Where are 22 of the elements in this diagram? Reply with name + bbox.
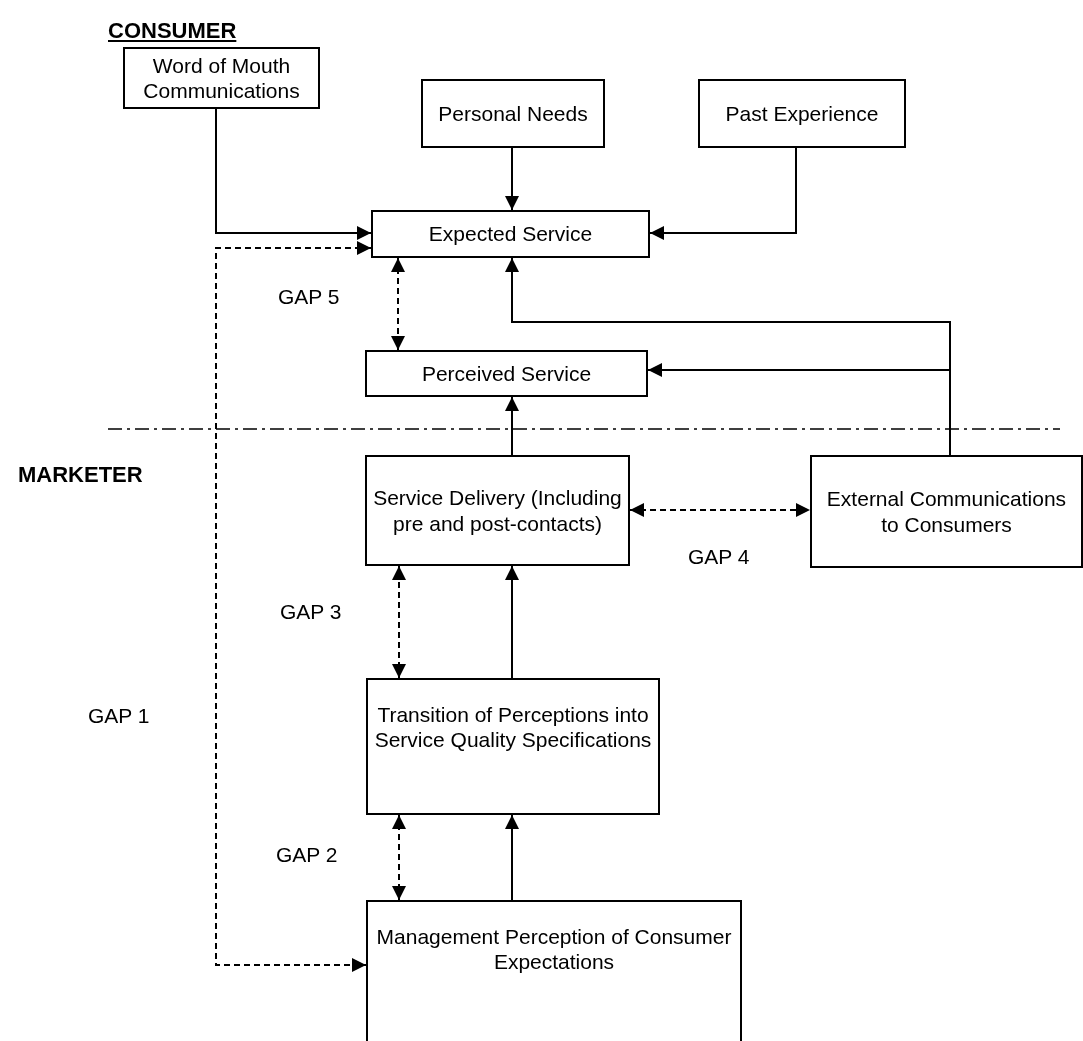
arrow bbox=[215, 108, 372, 240]
arrow bbox=[505, 147, 519, 211]
dashed-arrow bbox=[215, 241, 372, 972]
section-heading: CONSUMER bbox=[108, 18, 237, 44]
process-box: Expected Service bbox=[371, 210, 650, 258]
arrow bbox=[649, 147, 797, 240]
dashed-arrow bbox=[391, 257, 405, 351]
arrow bbox=[505, 396, 519, 456]
dashed-arrow bbox=[392, 814, 406, 901]
process-box: Personal Needs bbox=[421, 79, 605, 148]
process-box: Management Perception of Consumer Expectations bbox=[366, 900, 742, 1041]
process-box: Word of Mouth Communications bbox=[123, 47, 320, 109]
section-heading: MARKETER bbox=[18, 462, 143, 488]
arrow bbox=[505, 565, 519, 679]
dashed-arrow bbox=[629, 503, 811, 517]
process-box: Perceived Service bbox=[365, 350, 648, 397]
process-box: External Communications to Consumers bbox=[810, 455, 1083, 568]
process-box: Transition of Perceptions into Service Quality Specifications bbox=[366, 678, 660, 815]
process-box: Service Delivery (Including pre and post-contacts) bbox=[365, 455, 630, 566]
dashed-arrow bbox=[392, 565, 406, 679]
process-box: Past Experience bbox=[698, 79, 906, 148]
arrow bbox=[505, 814, 519, 901]
